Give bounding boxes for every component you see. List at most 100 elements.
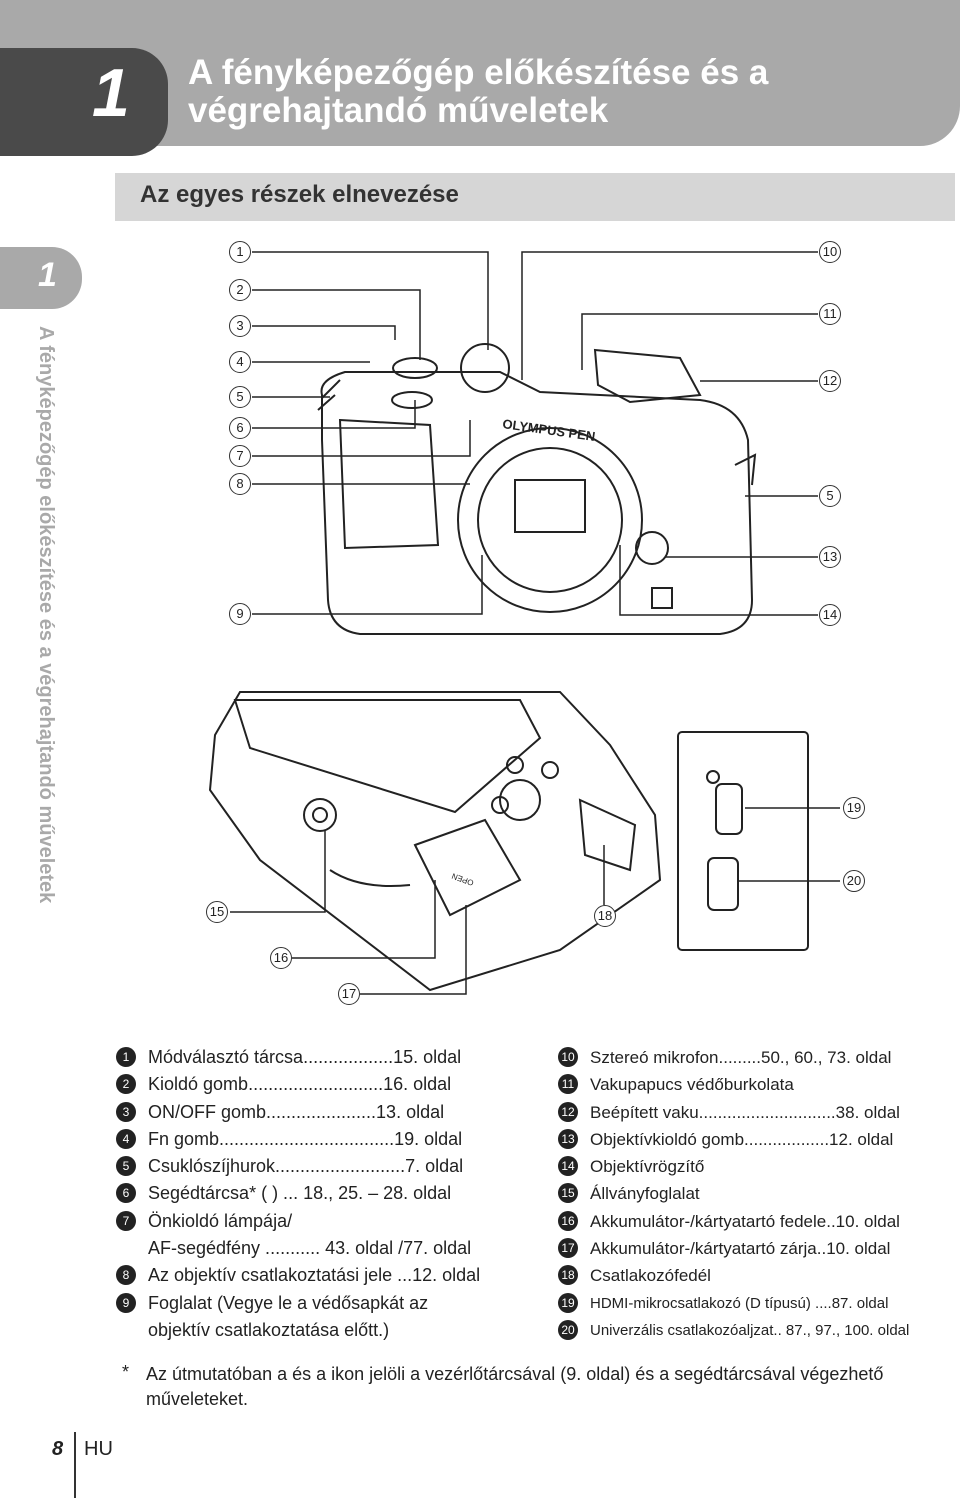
item-text: Az objektív csatlakoztatási jele ...12. … xyxy=(148,1265,481,1286)
callout-1: 1 xyxy=(229,241,251,263)
strap-eyelet-right xyxy=(734,453,757,486)
language-code: HU xyxy=(84,1438,113,1460)
side-chapter-text: A fényképezőgép előkészítése és a végreh… xyxy=(35,326,57,904)
rear-button-1 xyxy=(506,756,524,774)
list-item: 3 ON/OFF gomb......................13. ol… xyxy=(116,1099,526,1126)
item-text-continued: AF-segédfény ........... 43. oldal /77. … xyxy=(148,1238,472,1259)
item-text: Univerzális csatlakozóaljzat.. 87., 97.,… xyxy=(590,1321,910,1339)
callout-5b: 5 xyxy=(819,485,841,507)
callout-13: 13 xyxy=(819,546,841,568)
rear-button-3 xyxy=(491,796,509,814)
sensor xyxy=(514,479,586,533)
item-text: Akkumulátor-/kártyatartó fedele..10. old… xyxy=(590,1211,900,1231)
shutter-dial xyxy=(392,357,438,379)
item-number: 4 xyxy=(116,1128,136,1149)
section-title: Az egyes részek elnevezése xyxy=(140,181,459,208)
leader-6 xyxy=(252,400,416,429)
item-number: 20 xyxy=(558,1319,578,1340)
item-number: 8 xyxy=(116,1265,136,1286)
item-text-continued: objektív csatlakoztatása előtt.) xyxy=(148,1319,390,1340)
list-item: 11 Vakupapucs védőburkolata xyxy=(558,1071,956,1098)
side-chapter-tab xyxy=(0,247,82,309)
callout-19: 19 xyxy=(843,797,865,819)
page-number: 8 xyxy=(52,1438,64,1460)
callout-9: 9 xyxy=(229,603,251,625)
front-body-outline xyxy=(320,371,754,635)
item-text: Önkioldó lámpája/ xyxy=(148,1210,293,1231)
tripod-socket xyxy=(303,798,337,832)
leader-2 xyxy=(252,289,421,360)
callout-3: 3 xyxy=(229,315,251,337)
item-number: 18 xyxy=(558,1265,578,1286)
item-text: Segédtárcsa* ( ) ... 18., 25. – 28. olda… xyxy=(148,1183,452,1204)
camera-parts-diagram: OLYMPUS PEN OPEN xyxy=(208,251,840,995)
sub-dial xyxy=(391,391,433,409)
footnote-star: * xyxy=(122,1362,130,1382)
leader-10 xyxy=(521,251,818,380)
callout-6: 6 xyxy=(229,417,251,439)
item-text: Objektívkioldó gomb..................12.… xyxy=(590,1129,894,1149)
list-item: 1 Módválasztó tárcsa..................15.… xyxy=(116,1044,526,1071)
item-text: HDMI-mikrocsatlakozó (D típusú) ....87. … xyxy=(590,1294,889,1312)
callout-4: 4 xyxy=(229,351,251,373)
lens-release-button xyxy=(635,531,669,565)
item-number: 1 xyxy=(116,1047,136,1067)
rear-screen xyxy=(233,699,542,814)
parts-list-left: 1 Módválasztó tárcsa..................15.… xyxy=(116,1044,526,1344)
item-text: Beépített vaku..........................… xyxy=(590,1102,900,1122)
item-text: Sztereó mikrofon.........50., 60., 73. o… xyxy=(590,1048,892,1067)
item-text: Állványfoglalat xyxy=(590,1184,700,1204)
item-number: 16 xyxy=(558,1210,578,1231)
callout-12: 12 xyxy=(819,370,841,392)
chapter-number: 1 xyxy=(92,55,130,131)
list-item: 17 Akkumulátor-/kártyatartó zárja..10. ol… xyxy=(558,1235,956,1262)
leader-14 xyxy=(619,545,818,616)
item-text: Foglalat (Vegye le a védősapkát az xyxy=(148,1292,429,1313)
front-grip xyxy=(338,418,440,550)
list-item: 20 Univerzális csatlakozóaljzat.. 87., 97… xyxy=(558,1317,956,1344)
item-text: Kioldó gomb...........................16… xyxy=(148,1074,452,1095)
item-number: 9 xyxy=(116,1292,136,1313)
mode-dial xyxy=(460,343,510,393)
battery-cover-open-label: OPEN xyxy=(450,871,475,887)
list-item: 15 Állványfoglalat xyxy=(558,1180,956,1207)
connector-inset-frame xyxy=(677,731,809,951)
flash-unit xyxy=(593,348,702,404)
item-text: Akkumulátor-/kártyatartó zárja..10. olda… xyxy=(590,1239,891,1259)
item-number: 12 xyxy=(558,1101,578,1122)
tripod-socket-inner xyxy=(312,807,328,823)
item-number: 11 xyxy=(558,1074,578,1095)
item-text: Módválasztó tárcsa..................15. … xyxy=(148,1047,462,1067)
bottom-body-outline xyxy=(208,691,662,992)
strap-eyelet-left xyxy=(317,379,341,411)
list-item: 9 Foglalat (Vegye le a védősapkát az xyxy=(116,1290,526,1317)
list-item: 14 Objektívrögzítő xyxy=(558,1153,956,1180)
item-number: 17 xyxy=(558,1238,578,1259)
callout-11: 11 xyxy=(819,303,841,325)
leader-3 xyxy=(252,325,396,340)
item-text: Objektívrögzítő xyxy=(590,1157,705,1177)
item-text: Csuklószíjhurok.........................… xyxy=(148,1156,464,1177)
callout-5: 5 xyxy=(229,386,251,408)
leader-15 xyxy=(230,830,326,913)
rear-button-2 xyxy=(541,761,559,779)
chapter-title: A fényképezőgép előkészítése és a végreh… xyxy=(188,53,769,130)
callout-10: 10 xyxy=(819,241,841,263)
item-text: Vakupapucs védőburkolata xyxy=(590,1075,794,1095)
callout-20: 20 xyxy=(843,870,865,892)
item-number: 15 xyxy=(558,1183,578,1204)
item-number: 7 xyxy=(116,1210,136,1231)
callout-8: 8 xyxy=(229,473,251,495)
item-number: 3 xyxy=(116,1101,136,1122)
item-text: ON/OFF gomb......................13. old… xyxy=(148,1101,445,1122)
item-number: 14 xyxy=(558,1156,578,1177)
leader-9 xyxy=(252,555,483,615)
list-item: 8 Az objektív csatlakoztatási jele ...12.… xyxy=(116,1262,526,1289)
